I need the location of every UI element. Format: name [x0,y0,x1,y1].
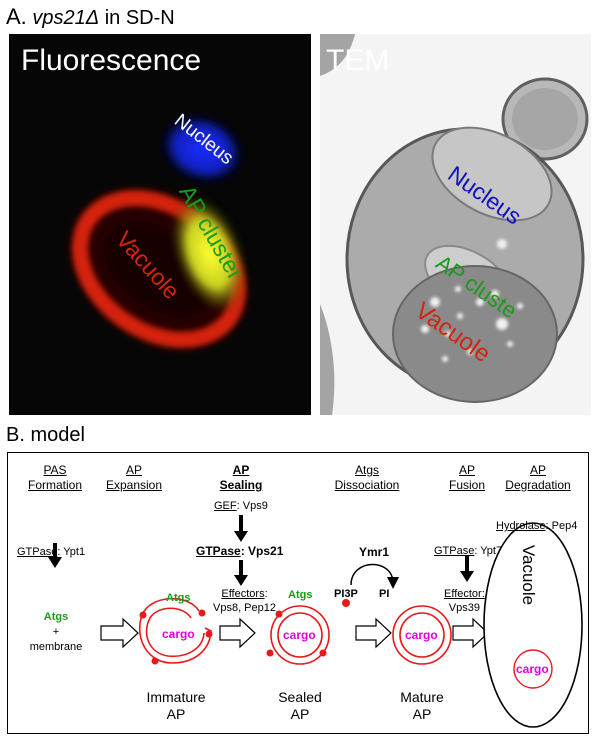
fluorescence-image: Fluorescence Nucleus AP cluster Vacuole [9,34,311,415]
caption-line1: Sealed [278,689,322,705]
immature-atgs-label: Atgs [166,592,191,604]
caption-line2: AP [412,706,432,722]
cargo-mature: cargo [405,628,438,642]
stage-pas-formation: PAS Formation [20,463,90,493]
plus-label: + [52,626,60,638]
immature-ap [138,597,212,664]
gtpase-ypt1-value: : Ypt1 [57,546,86,558]
effector-vps39: Effector: Vps39 [444,587,485,615]
gtpase-ypt7-value: : Ypt7 [474,545,503,557]
pi3p-label: PI3P [334,588,358,600]
caption-immature-ap: Immature AP [131,689,221,723]
vacuole-label: Vacuole [519,544,539,606]
stage-ap-degradation: AP Degradation [493,463,583,493]
caption-line1: Immature [146,689,206,705]
stage-label-line1: AP [125,463,142,477]
sealed-ap-atgs-dots [266,610,327,657]
hydrolase-label: Hydrolase [496,520,546,532]
stage-label-line2: Degradation [505,478,571,492]
gef-vps9: GEF: Vps9 [214,499,268,513]
effectors-list: Vps8, Pep12 [213,602,276,614]
stage-label-line1: PAS [43,463,67,477]
vacuole-cargo-circle [513,649,553,689]
gtpase-vps21-value: : Vps21 [240,544,284,558]
block-arrows [100,617,489,649]
cargo-sealed: cargo [283,628,316,642]
tem-micrograph [320,34,591,415]
sealed-ap [270,605,330,665]
stage-label-line2: Dissociation [334,478,400,492]
caption-mature-ap: Mature AP [377,689,467,723]
tem-image: TEM Nucleus AP cluste Vacuole [320,34,591,415]
effector-list: Vps39 [448,602,480,614]
effector-label: Effector: [444,588,485,600]
stage-label-line1: AP [458,463,475,477]
stage-label-line2: Fusion [448,478,486,492]
panel-b-title: B. model [6,424,85,446]
gef-label: GEF [214,500,237,512]
stage-label-line2: Expansion [105,478,163,492]
stage-label-line2: Sealing [219,478,263,492]
pi3p-dot [342,599,350,607]
immature-ap-atgs-dots [139,609,213,665]
gtpase-vps21: GTPase: Vps21 [196,544,283,558]
ymr1-curved-arrow [350,563,399,589]
caption-sealed-ap: Sealed AP [255,689,345,723]
panel-a-gene: vps21Δ [32,7,100,29]
effectors-colon: : [264,588,268,600]
sealed-atgs-label: Atgs [288,589,313,601]
panel-a-title: A. vps21Δ in SD-N [6,4,175,30]
gtpase-vps21-label: GTPase [196,544,241,558]
gtpase-ypt7: GTPase: Ypt7 [434,544,502,558]
membrane-label: membrane [29,641,83,653]
caption-line1: Mature [400,689,444,705]
pi-label: PI [379,588,390,600]
gtpase-ypt1: GTPase: Ypt1 [17,545,85,559]
stage-label-line1: AP [232,463,250,477]
atgs-label: Atgs [43,611,69,623]
panel-a-letter: A. [6,4,27,29]
fluorescence-micrograph [9,34,311,415]
stage-label-line2: Formation [27,478,83,492]
stage-label-line1: AP [529,463,546,477]
gef-value: : Vps9 [236,500,268,512]
model-graphics [48,515,583,728]
hydrolase-value: : Pep4 [545,520,578,532]
panel-a-condition: in SD-N [99,7,175,29]
vacuole-outline [483,522,583,728]
effectors-label: Effectors [221,588,265,600]
tem-label: TEM [326,44,390,77]
stage-ap-sealing: AP Sealing [206,463,276,493]
ymr1-label: Ymr1 [359,545,390,559]
gtpase-ypt1-label: GTPase [17,546,58,558]
effectors: Effectors: Vps8, Pep12 [213,587,276,615]
stage-atgs-dissociation: Atgs Dissociation [327,463,407,493]
model-diagram: PAS Formation AP Expansion AP Sealing At… [7,452,589,734]
gtpase-ypt7-label: GTPase [434,545,475,557]
pas-components: Atgs + membrane [28,610,84,655]
fluorescence-label: Fluorescence [21,44,202,77]
mature-ap [392,605,452,665]
cargo-vacuole: cargo [516,662,549,676]
caption-line2: AP [166,706,186,722]
stage-ap-fusion: AP Fusion [432,463,502,493]
down-arrows [48,515,474,586]
caption-line2: AP [290,706,310,722]
stage-ap-expansion: AP Expansion [98,463,170,493]
hydrolase-pep4: Hydrolase: Pep4 [496,519,577,533]
stage-label-line1: Atgs [354,463,379,477]
cargo-immature: cargo [162,627,195,641]
